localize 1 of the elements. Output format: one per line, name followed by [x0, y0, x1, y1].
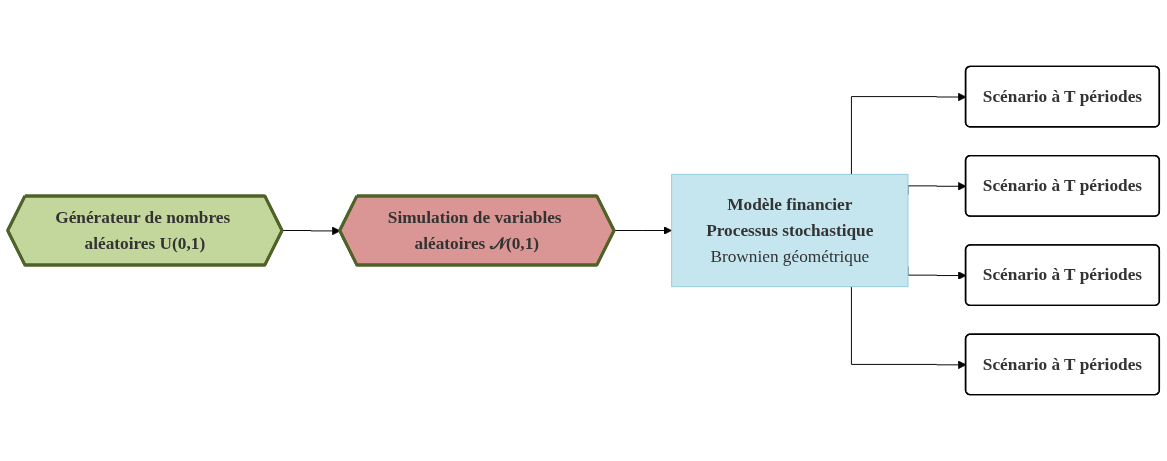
- node-box: Modèle financier Processus stochastique Brownien géométrique: [671, 173, 909, 288]
